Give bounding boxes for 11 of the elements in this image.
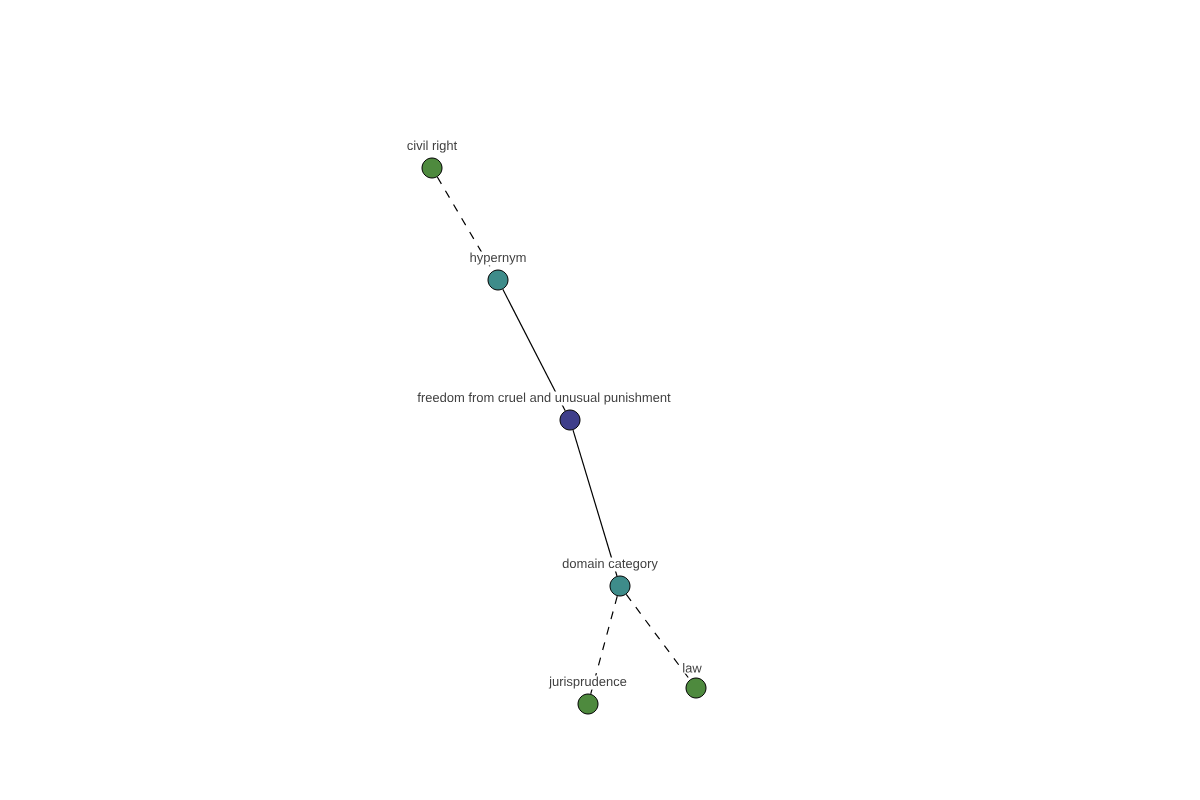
connector-line xyxy=(625,593,691,681)
connector-line xyxy=(590,595,618,695)
graph-node xyxy=(487,269,509,291)
graph-node xyxy=(685,677,707,699)
graph-node xyxy=(609,575,631,597)
graph-node xyxy=(559,409,581,431)
graph-node xyxy=(577,693,599,715)
connector-line xyxy=(572,429,618,577)
graph-node xyxy=(421,157,443,179)
connector-line xyxy=(502,288,566,412)
connector-line xyxy=(436,176,494,272)
